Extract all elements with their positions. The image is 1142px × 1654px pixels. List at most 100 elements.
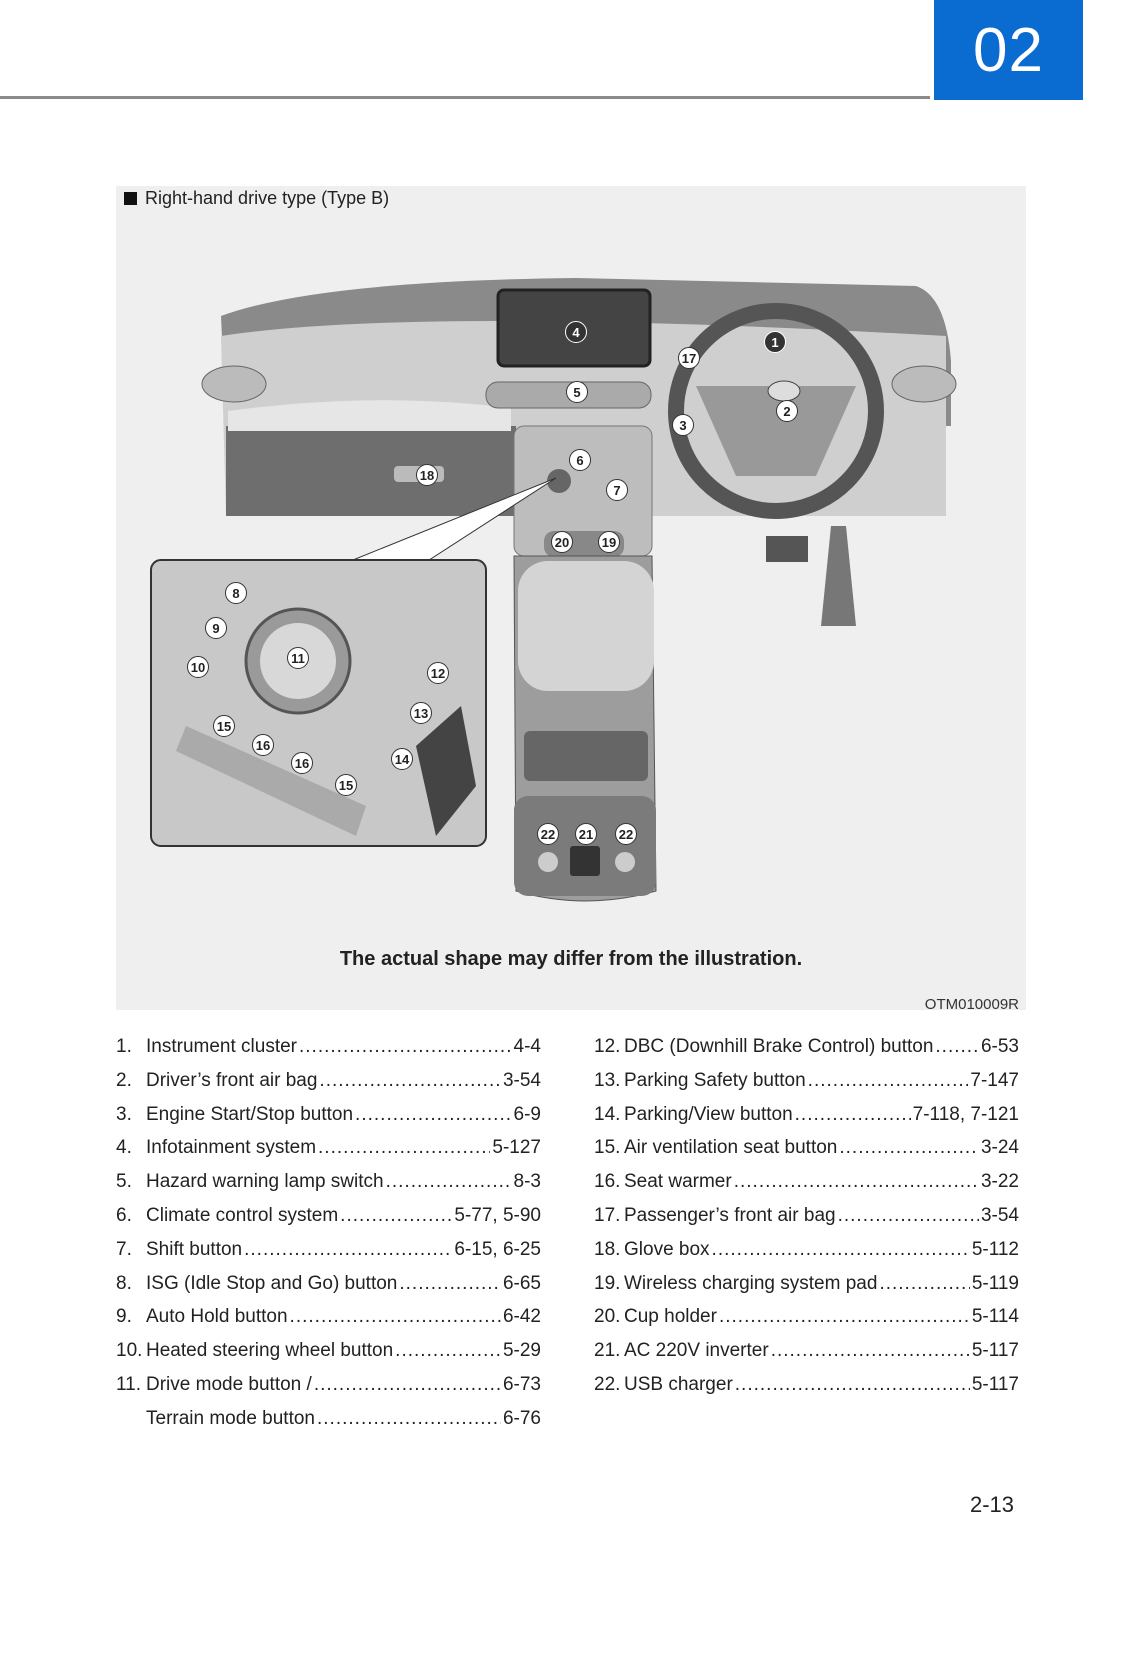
legend-label: Infotainment system — [146, 1137, 317, 1159]
leader-dots — [795, 1104, 911, 1126]
legend-label: Seat warmer — [624, 1171, 732, 1193]
legend-page: 5-119 — [971, 1272, 1019, 1294]
legend-label: Engine Start/Stop button — [146, 1103, 354, 1125]
legend-item: 15.Air ventilation seat button 3-24 — [594, 1137, 1019, 1171]
leader-dots — [340, 1205, 452, 1227]
legend-item: 1.Instrument cluster4-4 — [116, 1036, 541, 1070]
legend-page: 6-9 — [513, 1103, 541, 1125]
legend-page: 5-117 — [971, 1340, 1019, 1362]
leader-dots — [355, 1104, 511, 1126]
legend-item: Terrain mode button6-76 — [116, 1408, 541, 1442]
legend-page: 7-118, 7-121 — [912, 1103, 1019, 1125]
legend-item: 9.Auto Hold button6-42 — [116, 1306, 541, 1340]
legend-number: 10. — [116, 1340, 143, 1362]
legend-label: Passenger’s front air bag — [624, 1204, 836, 1226]
legend-label: Heated steering wheel button — [146, 1340, 394, 1362]
legend-number: 21. — [594, 1340, 621, 1362]
callout-16: 16 — [291, 752, 313, 774]
leader-dots — [734, 1171, 979, 1193]
callout-15: 15 — [213, 715, 235, 737]
callout-9: 9 — [205, 617, 227, 639]
legend-item: 22.USB charger5-117 — [594, 1374, 1019, 1408]
callout-2: 2 — [776, 400, 798, 422]
callout-8: 8 — [225, 582, 247, 604]
legend-number: 16. — [594, 1171, 621, 1193]
legend-page: 5-117 — [971, 1373, 1019, 1395]
callout-14: 14 — [391, 748, 413, 770]
legend-label: Instrument cluster — [146, 1036, 297, 1057]
legend-page: 6-65 — [502, 1272, 541, 1294]
legend-label: Parking/View button — [624, 1103, 793, 1125]
legend-label: DBC (Downhill Brake Control) button — [624, 1036, 934, 1057]
legend-number: 4. — [116, 1137, 132, 1159]
chapter-tab: 02 — [934, 0, 1083, 100]
legend-item: 16.Seat warmer 3-22 — [594, 1171, 1019, 1205]
page-number: 2-13 — [970, 1492, 1015, 1517]
legend-number: 11. — [116, 1373, 142, 1395]
legend-number: 18. — [594, 1238, 621, 1260]
header-rule — [0, 96, 930, 99]
leader-dots — [771, 1340, 970, 1362]
callout-3: 3 — [672, 414, 694, 436]
legend-number: 5. — [116, 1171, 132, 1193]
leader-dots — [318, 1137, 490, 1159]
legend-item: 18.Glove box5-112 — [594, 1239, 1019, 1273]
legend-page: 5-77, 5-90 — [454, 1204, 541, 1226]
legend-item: 10.Heated steering wheel button5-29 — [116, 1340, 541, 1374]
legend-number: 8. — [116, 1272, 132, 1294]
legend-page: 3-54 — [502, 1069, 541, 1091]
illustration-code: OTM010009R — [924, 996, 1019, 1013]
legend-item: 13.Parking Safety button7-147 — [594, 1070, 1019, 1104]
legend-label: Auto Hold button — [146, 1306, 288, 1328]
legend-item: 12.DBC (Downhill Brake Control) button6-… — [594, 1036, 1019, 1070]
callout-15: 15 — [335, 774, 357, 796]
legend-item: 7.Shift button6-15, 6-25 — [116, 1239, 541, 1273]
callout-10: 10 — [187, 656, 209, 678]
legend-number: 17. — [594, 1204, 621, 1226]
leader-dots — [879, 1273, 969, 1295]
legend-item: 19.Wireless charging system pad5-119 — [594, 1273, 1019, 1307]
legend-number: 7. — [116, 1238, 132, 1260]
dashboard-illustration — [150, 278, 957, 902]
square-bullet-icon — [124, 192, 137, 205]
legend-item: 3.Engine Start/Stop button6-9 — [116, 1104, 541, 1138]
legend-page: 3-24 — [980, 1137, 1019, 1159]
legend-label: Climate control system — [146, 1204, 339, 1226]
legend-page: 5-114 — [971, 1306, 1019, 1328]
legend-item: 17.Passenger’s front air bag 3-54 — [594, 1205, 1019, 1239]
section-title-text: Right-hand drive type (Type B) — [145, 188, 390, 208]
legend-number: 6. — [116, 1204, 132, 1226]
callout-1: 1 — [764, 331, 786, 353]
leader-dots — [839, 1137, 979, 1159]
legend-list-left: 1.Instrument cluster4-42.Driver’s front … — [116, 1036, 541, 1442]
legend-item: 2.Driver’s front air bag3-54 — [116, 1070, 541, 1104]
legend-label: AC 220V inverter — [624, 1340, 769, 1362]
legend-page: 6-76 — [502, 1407, 541, 1429]
legend-label: USB charger — [624, 1373, 733, 1395]
leader-dots — [314, 1374, 501, 1396]
callout-12: 12 — [427, 662, 449, 684]
legend-page: 6-15, 6-25 — [454, 1238, 541, 1260]
callout-18: 18 — [416, 464, 438, 486]
legend-list-right: 12.DBC (Downhill Brake Control) button6-… — [594, 1036, 1019, 1408]
legend-page: 6-53 — [980, 1036, 1019, 1057]
callout-16: 16 — [252, 734, 274, 756]
leader-dots — [719, 1306, 970, 1328]
legend-page: 5-127 — [492, 1137, 541, 1159]
legend-number: 15. — [594, 1137, 621, 1159]
callout-19: 19 — [598, 531, 620, 553]
callout-17: 17 — [678, 347, 700, 369]
callout-7: 7 — [606, 479, 628, 501]
legend-page: 7-147 — [970, 1069, 1019, 1091]
legend-page: 4-4 — [513, 1036, 541, 1057]
legend-item: 11.Drive mode button /6-73 — [116, 1374, 541, 1408]
legend-page: 5-112 — [971, 1238, 1019, 1260]
legend-page: 3-54 — [980, 1204, 1019, 1226]
callout-22: 22 — [537, 823, 559, 845]
legend-page: 6-42 — [502, 1306, 541, 1328]
legend-page: 3-22 — [980, 1171, 1019, 1193]
legend-label: Air ventilation seat button — [624, 1137, 838, 1159]
legend-page: 6-73 — [502, 1373, 541, 1395]
leader-dots — [808, 1070, 969, 1092]
leader-dots — [299, 1036, 512, 1058]
